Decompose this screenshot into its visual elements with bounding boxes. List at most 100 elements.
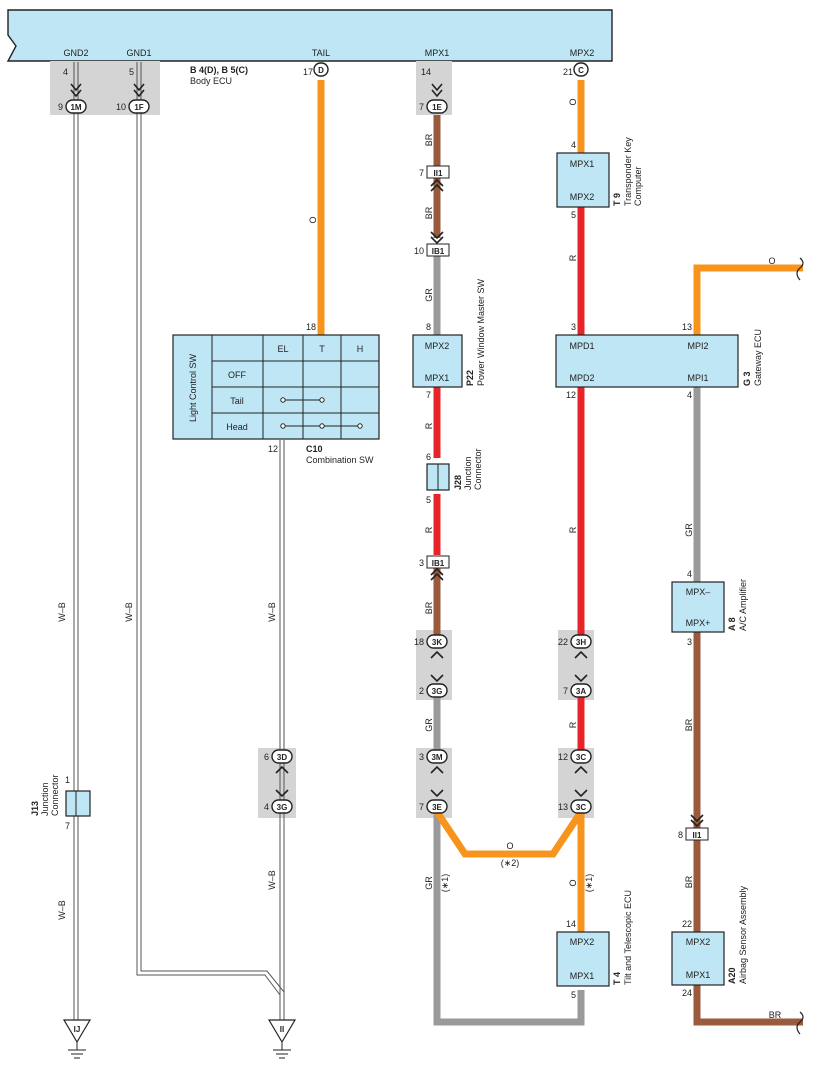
- svg-text:12: 12: [558, 752, 568, 762]
- svg-text:4: 4: [571, 140, 576, 150]
- svg-text:3C: 3C: [576, 753, 586, 762]
- svg-text:Junction: Junction: [463, 456, 473, 490]
- svg-text:MPI2: MPI2: [687, 341, 708, 351]
- svg-text:12: 12: [268, 444, 278, 454]
- svg-text:1: 1: [65, 775, 70, 785]
- svg-text:1M: 1M: [70, 103, 81, 112]
- svg-text:7: 7: [419, 168, 424, 178]
- svg-text:W–B: W–B: [267, 870, 277, 890]
- svg-text:OFF: OFF: [228, 370, 246, 380]
- svg-text:W–B: W–B: [124, 602, 134, 622]
- svg-text:Connector: Connector: [50, 774, 60, 816]
- wire-wb-sw: [279, 440, 285, 1020]
- svg-text:4: 4: [687, 569, 692, 579]
- svg-text:3H: 3H: [576, 638, 586, 647]
- svg-text:T: T: [319, 344, 325, 354]
- svg-text:BR: BR: [684, 875, 694, 888]
- svg-text:Head: Head: [226, 422, 248, 432]
- svg-text:W–B: W–B: [267, 602, 277, 622]
- svg-text:O: O: [768, 256, 775, 266]
- svg-text:BR: BR: [424, 601, 434, 614]
- svg-text:A20: A20: [727, 967, 737, 984]
- svg-text:A 8: A 8: [727, 617, 737, 631]
- svg-text:3: 3: [571, 322, 576, 332]
- svg-text:BR: BR: [424, 133, 434, 146]
- continuation-mark: [796, 257, 804, 281]
- svg-text:3: 3: [419, 752, 424, 762]
- body-ecu-bar: [6, 9, 613, 62]
- svg-text:3G: 3G: [277, 803, 288, 812]
- svg-text:Light Control SW: Light Control SW: [188, 353, 198, 422]
- chevrons: [275, 178, 704, 828]
- ac-amplifier: MPX– MPX+ A 8 A/C Amplifier: [671, 579, 748, 633]
- svg-text:C: C: [578, 66, 584, 75]
- svg-text:R: R: [568, 721, 578, 728]
- wire-o-mpi2: [693, 264, 803, 335]
- junction-connector-j13: J13 Junction Connector: [30, 774, 91, 817]
- svg-text:Computer: Computer: [633, 166, 643, 206]
- svg-text:MPX+: MPX+: [686, 618, 711, 628]
- wire-o-branch: [434, 810, 584, 858]
- svg-text:18: 18: [306, 322, 316, 332]
- wire-wb-gnd2: [73, 62, 79, 1020]
- svg-text:MPX1: MPX1: [425, 373, 450, 383]
- svg-text:T 9: T 9: [612, 193, 622, 206]
- svg-text:MPX2: MPX2: [425, 341, 450, 351]
- svg-text:T 4: T 4: [612, 972, 622, 985]
- svg-text:13: 13: [682, 322, 692, 332]
- connectors: 1M 1F 1E 3K 3G 3M 3E 3H 3A 3C 3C 3D 3G D…: [65, 62, 592, 814]
- svg-text:3A: 3A: [576, 687, 586, 696]
- svg-text:II: II: [280, 1025, 284, 1034]
- svg-text:MPD1: MPD1: [569, 341, 594, 351]
- svg-text:1F: 1F: [134, 103, 143, 112]
- body-ecu-ref: B 4(D), B 5(C): [190, 65, 248, 75]
- svg-text:O: O: [568, 98, 578, 105]
- ecu-terminal-gnd2: GND2: [63, 48, 88, 58]
- svg-text:Junction: Junction: [40, 782, 50, 816]
- svg-text:II1: II1: [434, 169, 443, 178]
- inline-connectors: II1 IB1 IB1 II1: [426, 165, 709, 841]
- svg-text:O: O: [308, 216, 318, 223]
- ground-ij: IJ: [62, 1019, 92, 1059]
- svg-text:MPX–: MPX–: [686, 587, 711, 597]
- svg-text:O: O: [568, 879, 578, 886]
- svg-text:5: 5: [571, 210, 576, 220]
- svg-text:W–B: W–B: [57, 900, 67, 920]
- ecu-terminal-gnd1: GND1: [126, 48, 151, 58]
- svg-text:IB1: IB1: [432, 247, 445, 256]
- ecu-terminal-mpx2: MPX2: [570, 48, 595, 58]
- svg-text:7: 7: [563, 686, 568, 696]
- svg-text:3E: 3E: [432, 803, 442, 812]
- svg-text:9: 9: [58, 102, 63, 112]
- svg-text:7: 7: [65, 821, 70, 831]
- svg-text:W–B: W–B: [57, 602, 67, 622]
- svg-text:GR: GR: [684, 523, 694, 537]
- svg-text:EL: EL: [277, 344, 288, 354]
- svg-text:GR: GR: [424, 718, 434, 732]
- svg-text:3M: 3M: [431, 753, 442, 762]
- svg-text:13: 13: [558, 802, 568, 812]
- svg-text:MPX2: MPX2: [570, 937, 595, 947]
- svg-text:7: 7: [419, 102, 424, 112]
- svg-text:4: 4: [687, 390, 692, 400]
- junction-connector-j28: J28 Junction Connector: [426, 448, 483, 491]
- svg-text:5: 5: [571, 990, 576, 1000]
- wire-gr-loop: [433, 812, 585, 1026]
- svg-text:R: R: [568, 254, 578, 261]
- transponder-key-computer: MPX1 MPX2 T 9 Transponder Key Computer: [556, 137, 643, 208]
- svg-text:3G: 3G: [432, 687, 443, 696]
- svg-text:G 3: G 3: [742, 371, 752, 386]
- svg-text:Tail: Tail: [230, 396, 244, 406]
- airbag-sensor-assembly: MPX2 MPX1 A20 Airbag Sensor Assembly: [671, 885, 748, 986]
- svg-text:6: 6: [426, 452, 431, 462]
- svg-text:4: 4: [264, 802, 269, 812]
- wire-labels: W–B W–B W–B W–B W–B O O O O O BR BR BR B…: [57, 98, 782, 1020]
- svg-text:MPI1: MPI1: [687, 373, 708, 383]
- svg-text:7: 7: [419, 802, 424, 812]
- svg-text:C10: C10: [306, 444, 323, 454]
- svg-text:(∗2): (∗2): [501, 858, 520, 868]
- svg-text:P22: P22: [465, 370, 475, 386]
- svg-text:H: H: [357, 344, 364, 354]
- svg-text:II1: II1: [693, 831, 702, 840]
- svg-text:A/C Amplifier: A/C Amplifier: [738, 579, 748, 631]
